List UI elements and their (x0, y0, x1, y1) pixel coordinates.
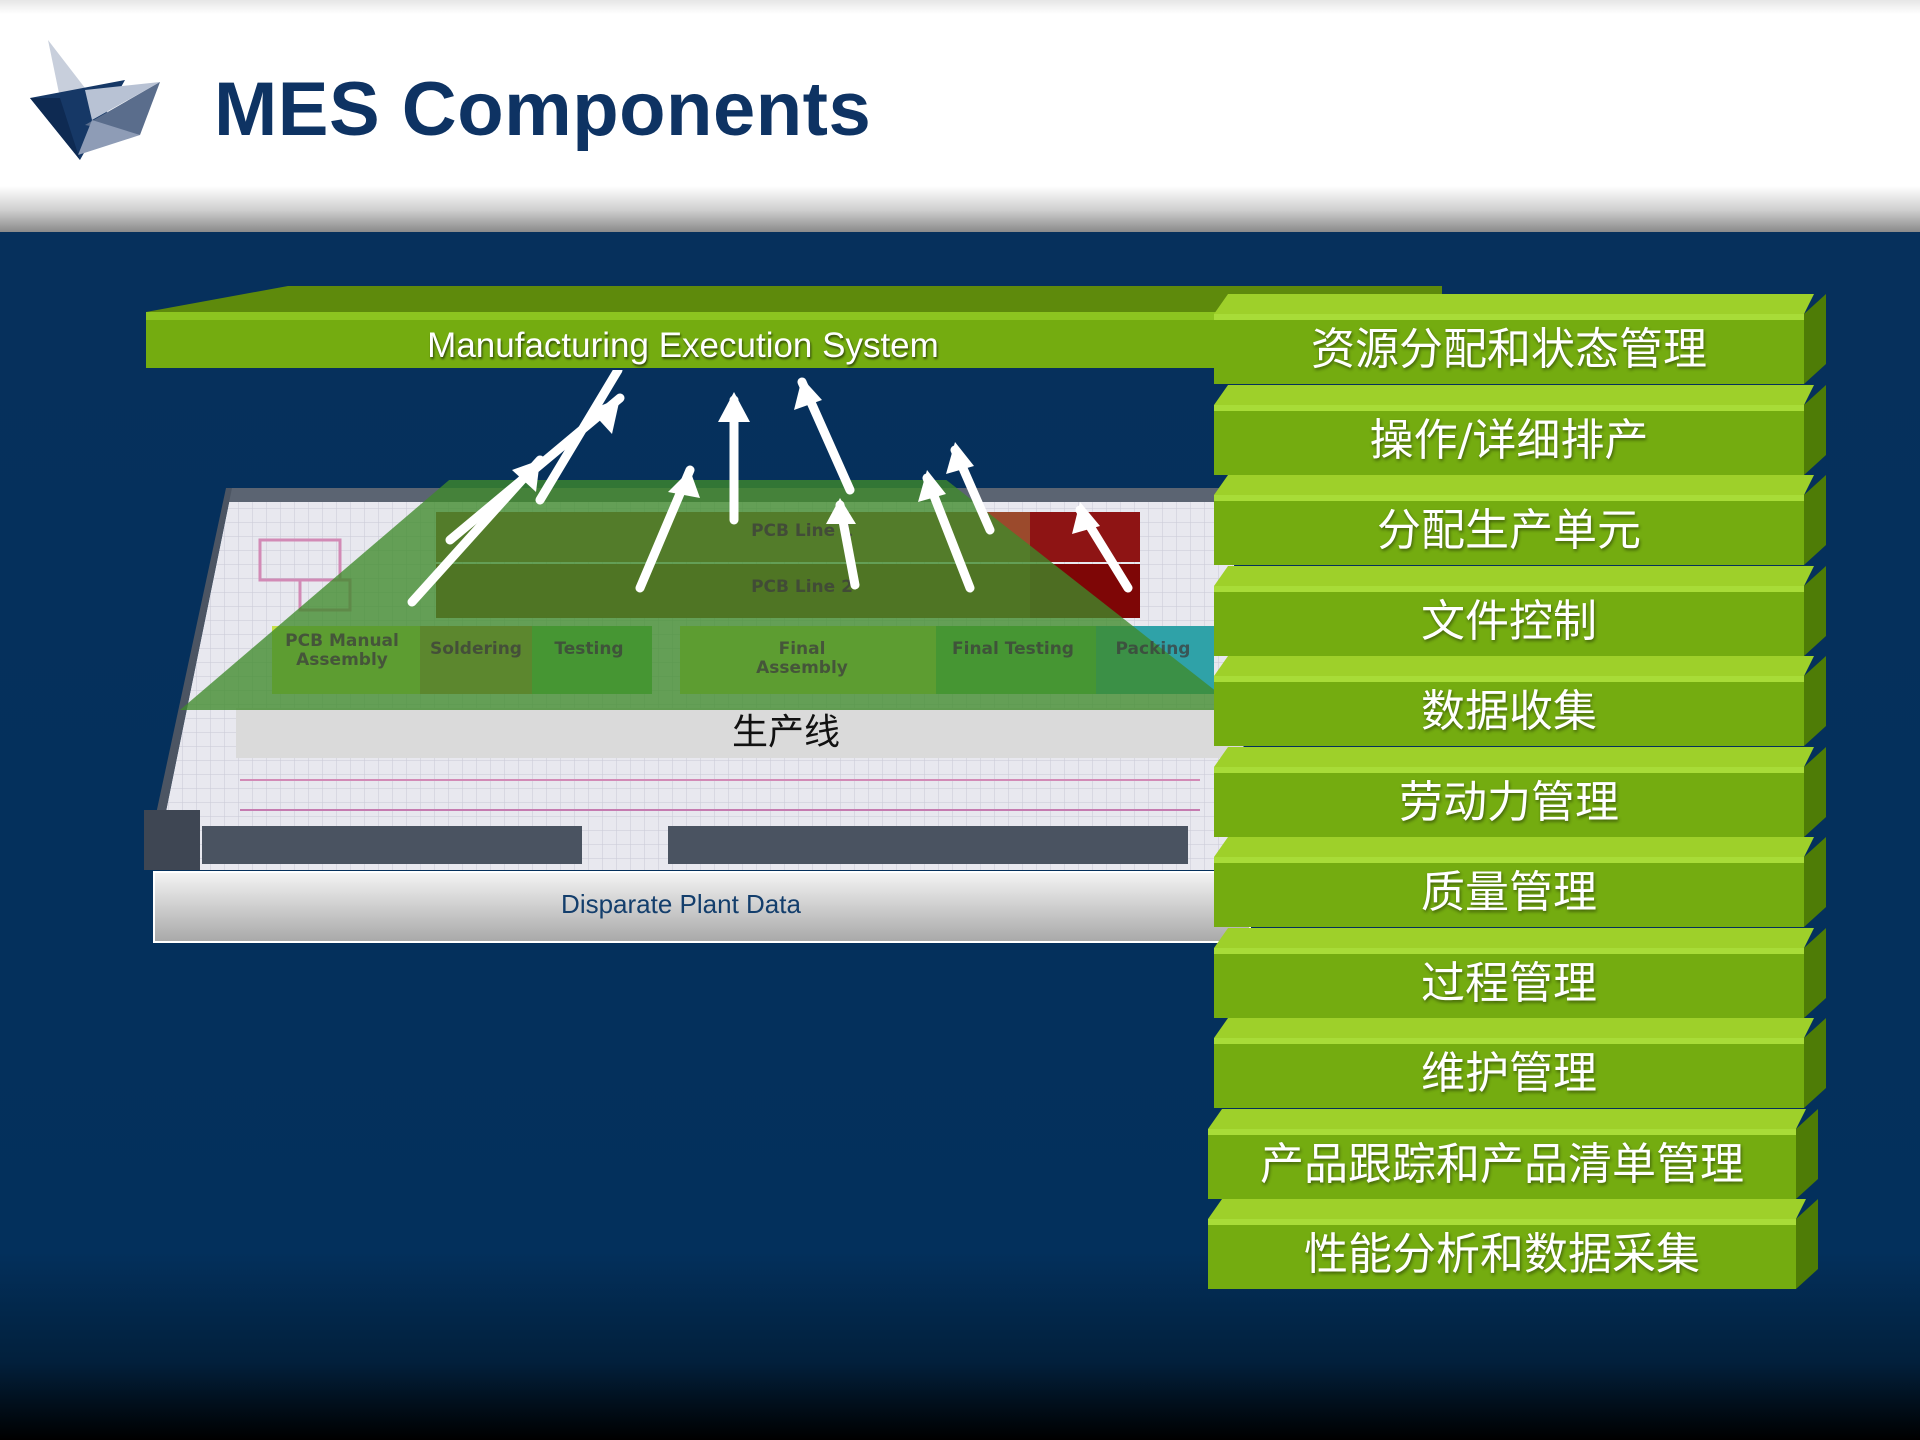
component-label: 操作/详细排产 (1369, 414, 1649, 466)
production-line-label: 生产线 (731, 712, 840, 753)
station-label-final-assembly: Final Assembly (756, 639, 848, 678)
station-label-pcb-line-1: PCB Line 1 (751, 521, 853, 541)
component-label: 质量管理 (1421, 867, 1597, 918)
station-label-pcb-manual-assembly: PCB Manual Assembly (285, 631, 399, 670)
slide-title: MES Components (214, 67, 872, 152)
component-block: 分配生产单元 (1214, 475, 1838, 567)
component-block: 质量管理 (1214, 837, 1838, 929)
component-label: 数据收集 (1421, 686, 1597, 737)
component-label: 过程管理 (1421, 957, 1597, 1009)
component-block: 劳动力管理 (1214, 746, 1838, 839)
component-block: 文件控制 (1214, 565, 1838, 658)
slide-header: MES Components (0, 0, 1920, 232)
production-floor-illustration (144, 480, 1251, 943)
mes-bar-label: Manufacturing Execution System (427, 326, 939, 365)
plant-data-label: Disparate Plant Data (561, 889, 801, 919)
station-label-packing: Packing (1115, 639, 1191, 659)
component-label: 劳动力管理 (1399, 776, 1619, 828)
component-label: 维护管理 (1421, 1048, 1597, 1099)
station-label-testing: Testing (554, 639, 624, 659)
component-block: 性能分析和数据采集 (1208, 1199, 1830, 1291)
component-block: 操作/详细排产 (1214, 384, 1838, 477)
component-block: 数据收集 (1214, 656, 1838, 748)
component-block: 维护管理 (1214, 1018, 1838, 1110)
station-label-final-testing: Final Testing (952, 639, 1074, 659)
data-flow-arrows (407, 370, 1133, 607)
component-block: 产品跟踪和产品清单管理 (1208, 1108, 1830, 1201)
station-label-pcb-line-2: PCB Line 2 (751, 577, 853, 597)
component-label: 性能分析和数据采集 (1304, 1229, 1700, 1280)
component-block: 过程管理 (1214, 927, 1838, 1020)
company-logo-icon (30, 40, 160, 160)
station-label-soldering: Soldering (430, 639, 522, 659)
component-label: 文件控制 (1421, 595, 1597, 647)
component-label: 资源分配和状态管理 (1311, 324, 1707, 375)
component-block: 资源分配和状态管理 (1214, 294, 1838, 386)
component-label: 分配生产单元 (1377, 505, 1641, 556)
component-label: 产品跟踪和产品清单管理 (1260, 1138, 1744, 1190)
